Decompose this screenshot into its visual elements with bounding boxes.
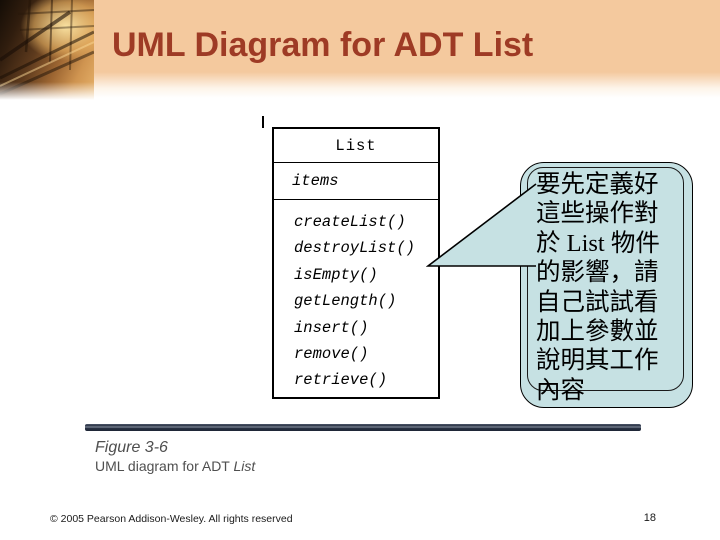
uml-method: remove() — [294, 345, 369, 364]
callout-line: 這些操作對 — [536, 200, 659, 228]
uml-class-attribute: items — [274, 163, 438, 200]
header-band — [0, 0, 720, 100]
callout-line: 說明其工作 — [536, 347, 659, 375]
callout-line: 於 List 物件 — [536, 229, 660, 257]
building-photo-fade — [0, 82, 94, 102]
uml-method-list: createList() destroyList() isEmpty() get… — [274, 200, 438, 394]
uml-method: isEmpty() — [294, 265, 378, 284]
figure-label: Figure 3-6 — [95, 439, 168, 456]
callout-text: 要先定義好 這些操作對 於 List 物件 的影響，請 自己試試看 加上參數並 … — [536, 170, 696, 405]
callout-bubble — [520, 162, 693, 408]
callout-line: 要先定義好 — [536, 171, 659, 198]
building-photo — [0, 0, 94, 102]
building-photo-structure — [0, 0, 94, 96]
copyright-text: © 2005 Pearson Addison-Wesley. All right… — [50, 513, 293, 525]
callout-line: 加上參數並 — [536, 318, 659, 346]
uml-class-name: List — [274, 129, 438, 163]
uml-method: retrieve() — [294, 371, 388, 390]
uml-class-box: List items createList() destroyList() is… — [272, 127, 440, 399]
callout-pointer — [426, 183, 537, 267]
uml-method: insert() — [294, 318, 369, 337]
page-number: 18 — [643, 512, 656, 524]
callout-line: 的影響，請 — [536, 259, 659, 287]
uml-method: createList() — [294, 213, 406, 231]
figure-caption: UML diagram for ADT List — [95, 458, 255, 474]
callout-line: 自己試試看 — [536, 288, 659, 316]
uml-method: destroyList() — [294, 239, 415, 258]
callout-line: 內容 — [536, 376, 585, 404]
figure-caption-emphasis: List — [233, 458, 256, 474]
figure-caption-prefix: UML diagram for ADT — [95, 458, 234, 474]
uml-method: getLength() — [294, 292, 397, 311]
caption-divider-line — [85, 424, 641, 431]
figure-crop-mark — [262, 116, 264, 128]
slide-title: UML Diagram for ADT List — [112, 26, 534, 64]
